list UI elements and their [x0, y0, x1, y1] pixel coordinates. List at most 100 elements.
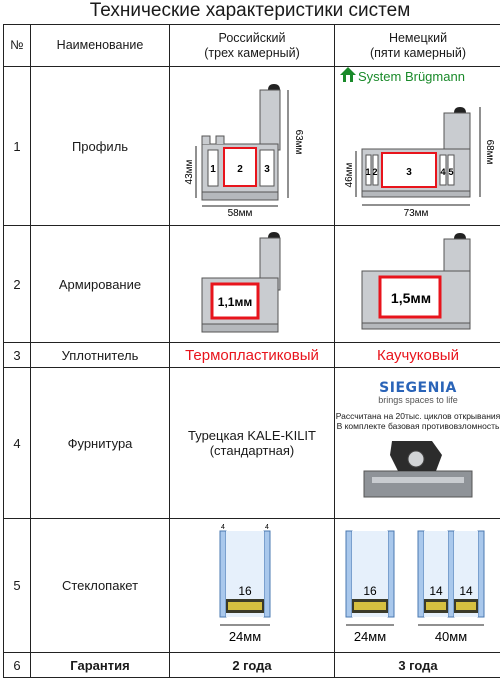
chamber-label: 3 — [406, 167, 412, 178]
hardware-de-line1: Рассчитана на 20тыс. циклов открывания — [335, 411, 500, 421]
profile-ru-drawing: 1 2 3 43мм 63мм 58мм — [184, 83, 304, 219]
chamber-2 — [372, 154, 379, 186]
row-glass: 5 Стеклопакет 16 4 4 24мм — [3, 518, 500, 653]
row-num: 1 — [3, 66, 31, 226]
header-de-line2: (пяти камерный) — [369, 45, 467, 60]
header-russian: Российский (трех камерный) — [169, 24, 335, 67]
glass-pane — [345, 530, 353, 618]
header-ru-line1: Российский — [218, 30, 286, 45]
row-hardware: 4 Фурнитура Турецкая KALE-KILIT (стандар… — [3, 367, 500, 519]
row-profile: 1 Профиль 1 2 3 43мм — [3, 66, 500, 226]
row-num: 6 — [3, 652, 31, 678]
desiccant — [354, 602, 386, 610]
reinforcement-thickness: 1,1мм — [218, 295, 253, 309]
gap-size: 14 — [429, 584, 443, 598]
row-name: Гарантия — [30, 652, 170, 678]
profile-de-drawing: System Brügmann 1 2 3 4 5 46мм 68мм — [340, 67, 495, 219]
comparison-table: № Наименование Российский (трех камерный… — [3, 24, 500, 678]
header-de-line1: Немецкий — [388, 30, 448, 45]
reinforcement-thickness: 1,5мм — [391, 290, 431, 306]
pane-thickness: 4 — [265, 524, 269, 531]
desiccant — [426, 602, 446, 610]
glass-de-cell: 16 24мм 14 14 40мм — [334, 518, 500, 653]
brand-name: System Brügmann — [358, 69, 465, 84]
hardware-de-line2: В комплекте базовая противовзломность — [336, 421, 500, 431]
glass-pane — [263, 530, 271, 618]
glass-width: 24мм — [229, 629, 261, 644]
row-name: Уплотнитель — [30, 342, 170, 368]
header-row: № Наименование Российский (трех камерный… — [3, 24, 500, 67]
warranty-de: 3 года — [334, 652, 500, 678]
row-reinforcement: 2 Армирование 1,1мм 1,5мм — [3, 225, 500, 343]
seal-de: Каучуковый — [334, 342, 500, 368]
chamber-4 — [439, 154, 447, 186]
dim-total-height: 63мм — [293, 129, 304, 154]
reinforcement-de-cell: 1,5мм — [334, 225, 500, 343]
seal-ru: Термопластиковый — [169, 342, 335, 368]
chamber-3 — [381, 152, 437, 188]
hardware-ru: Турецкая KALE-KILIT (стандартная) — [169, 367, 335, 519]
row-num: 4 — [3, 367, 31, 519]
chamber-2 — [223, 146, 257, 187]
profile-body — [259, 89, 281, 150]
header-german: Немецкий (пяти камерный) — [334, 24, 500, 67]
desiccant — [456, 602, 476, 610]
chamber-5 — [447, 154, 455, 186]
siegenia-slogan: brings spaces to life — [378, 395, 458, 405]
row-num: 2 — [3, 225, 31, 343]
chamber-label: 3 — [264, 164, 270, 175]
chamber-label: 1 — [210, 164, 216, 175]
profile-base — [361, 322, 471, 329]
dim-total-height: 68мм — [484, 140, 495, 165]
glass-pane — [477, 530, 485, 618]
dim-height: 46мм — [344, 162, 355, 187]
pane-thickness: 4 — [221, 524, 225, 531]
reinforcement-ru-drawing: 1,1мм — [201, 231, 281, 332]
chamber-3 — [259, 149, 275, 186]
glass-pane — [417, 530, 425, 618]
brand-logo-icon — [350, 75, 353, 82]
chamber-label: 1 — [365, 167, 370, 177]
glass-ru-cell: 16 4 4 24мм — [169, 518, 335, 653]
brand-logo-icon — [343, 75, 346, 82]
glass-pane — [447, 530, 455, 618]
chamber-1 — [365, 154, 372, 186]
hardware-rail — [372, 477, 464, 483]
hardware-photo — [363, 441, 473, 498]
dim-width: 73мм — [404, 208, 429, 219]
row-warranty: 6 Гарантия 2 года 3 года — [3, 652, 500, 678]
hardware-ru-line2: (стандартная) — [209, 443, 295, 458]
profile-base — [201, 191, 279, 200]
row-name: Армирование — [30, 225, 170, 343]
hardware-de-cell: SIEGENIA brings spaces to life Рассчитан… — [334, 367, 500, 519]
desiccant — [228, 602, 262, 610]
gap-size: 16 — [363, 584, 377, 598]
gap-size: 16 — [238, 584, 252, 598]
glass-de-drawing: 16 24мм 14 14 40мм — [345, 530, 485, 644]
chamber-label: 4 — [440, 167, 445, 177]
steel-insert — [210, 282, 260, 319]
siegenia-logo: SIEGENIA — [379, 380, 457, 396]
glass-ru-drawing: 16 4 4 24мм — [219, 524, 271, 644]
chamber-label: 5 — [448, 167, 453, 177]
glass-width: 40мм — [435, 629, 467, 644]
steel-insert — [378, 275, 442, 318]
row-num: 5 — [3, 518, 31, 653]
glass-pane — [219, 530, 227, 618]
gap-size: 14 — [459, 584, 473, 598]
hardware-rail — [363, 470, 473, 498]
hardware-roller — [407, 450, 425, 468]
chamber-label: 2 — [237, 164, 243, 175]
chamber-label: 2 — [372, 167, 377, 177]
reinforcement-de-drawing: 1,5мм — [361, 232, 471, 329]
row-seal: 3 Уплотнитель Термопластиковый Каучуковы… — [3, 342, 500, 368]
hardware-ru-line1: Турецкая KALE-KILIT — [188, 428, 316, 443]
profile-base — [201, 323, 279, 332]
header-ru-line2: (трех камерный) — [204, 45, 300, 60]
page-title: Технические характеристики систем — [89, 0, 411, 21]
row-name: Фурнитура — [30, 367, 170, 519]
header-num: № — [3, 24, 31, 67]
reinforcement-ru-cell: 1,1мм — [169, 225, 335, 343]
glass-pane — [387, 530, 395, 618]
header-name: Наименование — [30, 24, 170, 67]
